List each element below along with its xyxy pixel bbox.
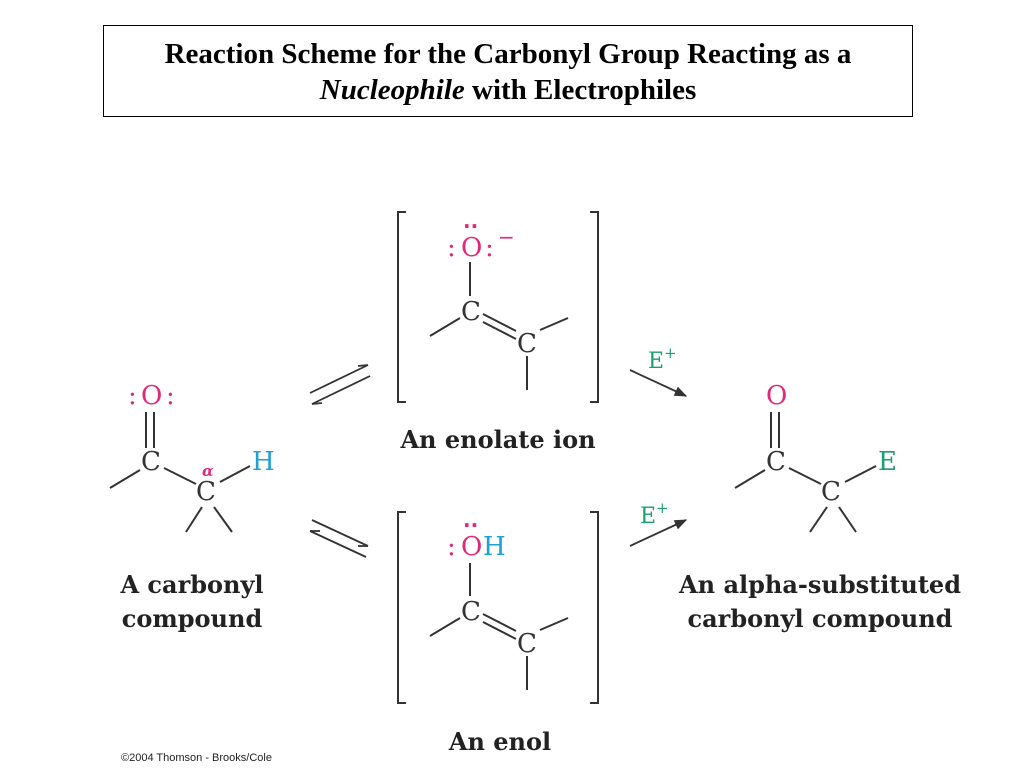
product-carbon-2: C [821, 477, 841, 507]
enolate-carbon-2: C [517, 329, 537, 359]
enol-oxygen: O [461, 532, 482, 562]
lone-pair-right: : [166, 381, 175, 411]
enol-brackets [397, 511, 599, 704]
alpha-carbon: C [196, 477, 216, 507]
enol-lone-pair-top: ·· [463, 513, 478, 537]
carbonyl-carbon: C [141, 447, 161, 477]
reagent-bottom-charge: + [656, 499, 669, 517]
bond-c2-down-right [213, 506, 233, 533]
bond-c1-c2 [163, 467, 197, 485]
lone-pair-left: : [128, 381, 137, 411]
enol-carbon-1: C [461, 597, 481, 627]
alpha-hydrogen: H [252, 447, 275, 477]
enolate-negative-charge: − [498, 225, 515, 249]
label-carbonyl-line1: A carbonyl [119, 570, 263, 599]
product-oxygen: O [766, 381, 787, 411]
title-emphasis: Nucleophile [319, 74, 465, 106]
equilibrium-arrow-enolate [309, 364, 371, 405]
bond-c2-down-left [185, 506, 203, 533]
alpha-marker: α [202, 462, 214, 480]
enolate-ion [429, 262, 569, 390]
label-enolate: An enolate ion [399, 425, 595, 454]
reagent-top: E [648, 349, 664, 374]
reagent-top-charge: + [664, 344, 677, 362]
bond-c1-left [109, 469, 141, 489]
arrow-enolate-to-product [629, 369, 688, 397]
enolate-oxygen: O [461, 233, 482, 263]
title-box: Reaction Scheme for the Carbonyl Group R… [103, 25, 913, 117]
carbonyl-oxygen: O [141, 381, 162, 411]
enolate-lone-pair-top: ·· [463, 214, 478, 238]
title-prefix: Reaction Scheme for the Carbonyl Group R… [164, 38, 852, 70]
product-electrophile: E [878, 447, 897, 477]
bond-c2-h [219, 465, 251, 483]
copyright-notice: ©2004 Thomson - Brooks/Cole [121, 752, 272, 764]
enol-lone-pair-left: : [447, 532, 456, 562]
reagent-bottom: E [640, 504, 656, 529]
enol [429, 563, 569, 690]
label-product-line1: An alpha-substituted [678, 570, 961, 599]
enol-carbon-2: C [517, 629, 537, 659]
enolate-brackets [397, 211, 599, 403]
enolate-lone-pair-right: : [485, 233, 494, 263]
enol-hydrogen: H [483, 532, 506, 562]
alpha-substituted-product [734, 412, 877, 533]
label-enol: An enol [448, 727, 551, 756]
equilibrium-arrow-enol [309, 519, 369, 558]
product-carbon-1: C [766, 447, 786, 477]
title-suffix: with Electrophiles [464, 74, 697, 106]
carbonyl-compound [109, 412, 251, 533]
enolate-lone-pair-left: : [447, 233, 456, 263]
label-carbonyl-line2: compound [122, 604, 263, 633]
label-product-line2: carbonyl compound [688, 604, 953, 633]
enolate-carbon-1: C [461, 297, 481, 327]
arrow-enol-to-product [629, 519, 688, 547]
